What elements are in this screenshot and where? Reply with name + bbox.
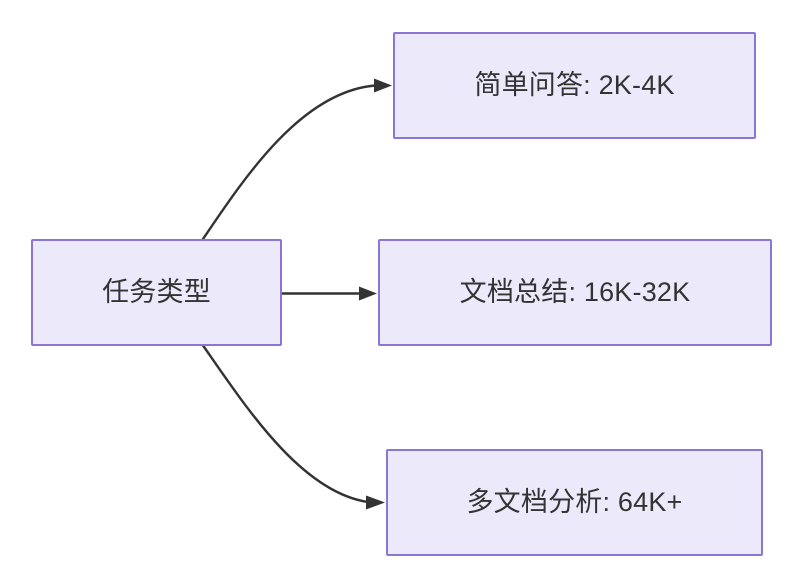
node-doc-summary-label: 文档总结: 16K-32K bbox=[459, 277, 691, 308]
node-task-type[interactable]: 任务类型 bbox=[31, 239, 282, 346]
node-task-type-label: 任务类型 bbox=[102, 277, 211, 308]
edge-root-to-multi-doc-arrowhead-icon bbox=[366, 495, 385, 510]
node-simple-qa-label: 简单问答: 2K-4K bbox=[474, 70, 675, 101]
node-multi-doc-label: 多文档分析: 64K+ bbox=[466, 487, 683, 518]
edge-root-to-simple-qa bbox=[199, 78, 392, 244]
edge-root-to-simple-qa-path bbox=[199, 84, 377, 244]
edge-root-to-doc-summary bbox=[280, 286, 377, 301]
node-doc-summary[interactable]: 文档总结: 16K-32K bbox=[378, 239, 772, 346]
edge-root-to-simple-qa-arrowhead-icon bbox=[374, 78, 392, 93]
edge-root-to-doc-summary-arrowhead-icon bbox=[359, 286, 377, 301]
node-simple-qa[interactable]: 简单问答: 2K-4K bbox=[393, 32, 756, 139]
edge-root-to-multi-doc bbox=[200, 342, 385, 510]
edge-root-to-multi-doc-path bbox=[200, 342, 370, 504]
node-multi-doc[interactable]: 多文档分析: 64K+ bbox=[386, 449, 763, 556]
